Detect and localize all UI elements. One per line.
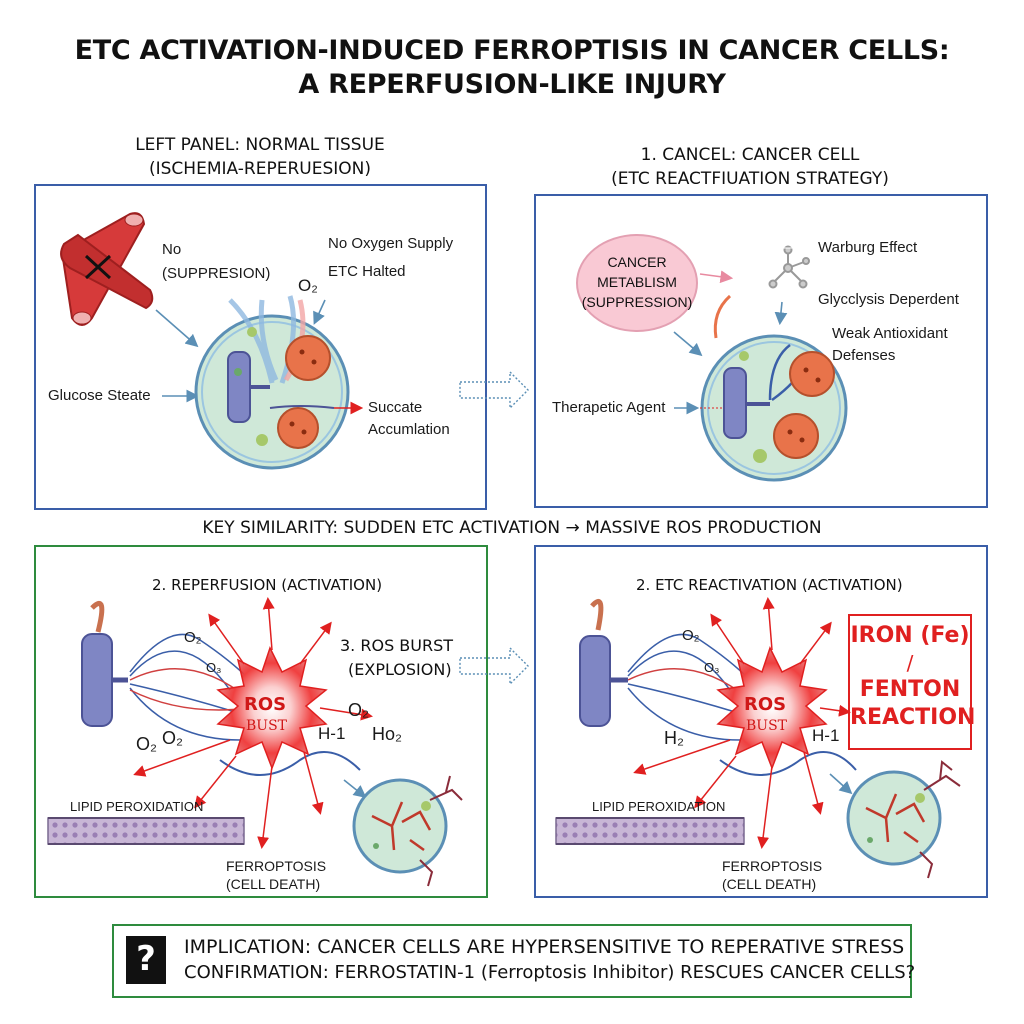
key-similarity-caption: KEY SIMILARITY: SUDDEN ETC ACTIVATION → … (202, 518, 822, 538)
o2-label-right-a: O₂ (682, 627, 700, 644)
o2-label-right-b: O₃ (704, 660, 720, 675)
h-frag-label-left: H-1 (318, 724, 346, 743)
lipid-peroxidation-label-left: LIPID PEROXIDATION (70, 799, 204, 814)
right-panel-heading-line-2: (ETC REACTFIUATION STRATEGY) (611, 169, 889, 189)
o2-label-b: O₃ (206, 660, 222, 675)
panel-etc-reactivation (534, 545, 988, 898)
main-title-line-1: ETC ACTIVATION-INDUCED FERROPTISIS IN CA… (74, 35, 950, 66)
cell-death-label-left: (CELL DEATH) (226, 876, 321, 892)
ferroptosis-label-left: FERROPTOSIS (226, 858, 327, 874)
therapeutic-agent-label: Therapetic Agent (552, 399, 666, 416)
h2-label: H₂ (664, 728, 684, 748)
bust-text-left: BUST (246, 718, 288, 734)
suppresion-label: (SUPPRESION) (162, 265, 271, 282)
ros-burst-label-1: 3. ROS BURST (340, 636, 454, 655)
panel-normal-tissue (34, 184, 487, 510)
suppression-label: (SUPPRESSION) (581, 294, 693, 310)
oxygen-label: O₂ (298, 276, 318, 295)
confirmation-line: CONFIRMATION: FERROSTATIN-1 (Ferroptosis… (184, 962, 916, 983)
glycolysis-label: Glycclysis Deperdent (818, 291, 959, 308)
h-frag-label-right: H-1 (812, 726, 840, 745)
o2-label-a: O₂ (184, 629, 202, 646)
iron-label: IRON (Fe) (850, 623, 970, 648)
o2-label-e: O₂ (162, 728, 183, 748)
lipid-peroxidation-label-right: LIPID PEROXIDATION (592, 799, 726, 814)
warburg-label: Warburg Effect (818, 239, 918, 256)
o2-label-c: O₂ (348, 700, 369, 720)
cell-death-label-right: (CELL DEATH) (722, 876, 817, 892)
bust-text-right: BUST (746, 718, 788, 734)
succate-label: Succate (368, 399, 423, 416)
panel-reperfusion (34, 545, 488, 898)
no-label: No (162, 241, 182, 258)
ros-text-left: ROS (244, 694, 287, 715)
right-panel-heading-line-1: 1. CANCEL: CANCER CELL (640, 145, 860, 165)
weak-antioxidant-label: Weak Antioxidant (832, 325, 948, 342)
iron-slash: / (906, 651, 914, 675)
panel-cancer-cell (534, 194, 988, 508)
ros-text-right: ROS (744, 694, 787, 715)
reaction-label: REACTION (850, 705, 976, 730)
cancer-metabolism-bubble: CANCER METABLISM (SUPPRESSION) (576, 234, 698, 332)
no-oxygen-label: No Oxygen Supply (328, 235, 454, 252)
glucose-label: Glucose Steate (48, 387, 151, 404)
question-icon: ? (126, 936, 166, 984)
o2-label-d: O₂ (136, 734, 157, 754)
etc-halted-label: ETC Halted (328, 263, 406, 280)
defenses-label: Defenses (832, 347, 896, 364)
accumulation-label: Accumlation (368, 421, 450, 438)
implication-line: IMPLICATION: CANCER CELLS ARE HYPERSENSI… (184, 936, 905, 958)
etc-reactivation-heading: 2. ETC REACTIVATION (ACTIVATION) (636, 576, 903, 594)
ros-burst-label-2: (EXPLOSION) (348, 660, 452, 679)
left-panel-heading-line-2: (ISCHEMIA-REPERUESION) (149, 159, 371, 179)
fenton-label: FENTON (859, 677, 961, 702)
implication-box (112, 924, 912, 998)
cancer-label: CANCER (607, 254, 667, 270)
reperfusion-heading: 2. REPERFUSION (ACTIVATION) (152, 576, 383, 594)
main-title-line-2: A REPERFUSION-LIKE INJURY (298, 69, 726, 100)
iron-fenton-box: IRON (Fe) / FENTON REACTION (848, 614, 976, 750)
left-panel-heading-line-1: LEFT PANEL: NORMAL TISSUE (135, 135, 385, 155)
ho2-label: Ho₂ (372, 724, 402, 744)
metablism-label: METABLISM (597, 274, 677, 290)
ferroptosis-label-right: FERROPTOSIS (722, 858, 823, 874)
